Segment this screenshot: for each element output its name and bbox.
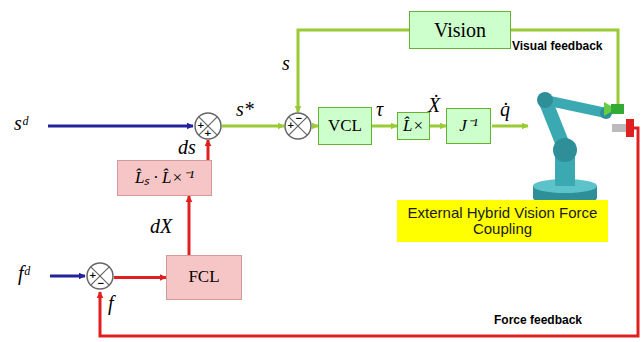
signal-label: s xyxy=(282,52,290,74)
input-arrow xyxy=(50,275,85,278)
process-box: L̂ₛ · L̂×⁻¹ xyxy=(117,160,212,196)
signal-arrow xyxy=(188,196,191,255)
signal-label: fᵈ xyxy=(18,262,30,284)
signal-arrow xyxy=(430,125,446,128)
process-box: FCL xyxy=(166,255,242,300)
sign: + xyxy=(204,129,212,138)
node-text: J⁻¹ xyxy=(459,117,478,136)
summing-junction: +− xyxy=(284,112,312,140)
feedback-label: Visual feedback xyxy=(512,40,603,53)
signal-label: f xyxy=(108,292,114,314)
note-box: External Hybrid Vision Force Coupling xyxy=(397,200,608,242)
process-box: J⁻¹ xyxy=(446,108,491,144)
sign: − xyxy=(295,114,303,123)
signal-label: τ xyxy=(376,98,383,120)
process-box: Vision xyxy=(409,11,511,49)
visual-feedback-line xyxy=(511,30,618,104)
feedback-label: Force feedback xyxy=(494,314,582,327)
joint-velocity-arrow xyxy=(492,125,528,128)
sign: + xyxy=(287,121,295,130)
signal-label: ds xyxy=(178,136,196,158)
signal-arrow xyxy=(114,276,166,279)
node-text: FCL xyxy=(188,268,219,287)
signal-label: q̇ xyxy=(500,98,510,120)
sign: + xyxy=(197,121,205,130)
process-box: L̂× xyxy=(397,112,430,140)
process-box: VCL xyxy=(318,107,372,145)
robot-arm xyxy=(533,92,634,205)
input-arrow xyxy=(48,125,193,128)
signal-arrow xyxy=(298,30,409,112)
signal-arrow xyxy=(207,140,210,160)
signal-label: dX xyxy=(150,215,172,237)
sign: + xyxy=(89,271,97,280)
force-feedback-line xyxy=(100,128,638,336)
signal-arrow xyxy=(222,125,284,128)
node-text: VCL xyxy=(328,117,362,136)
node-text: L̂ₛ · L̂×⁻¹ xyxy=(135,169,194,188)
summing-junction: ++ xyxy=(194,112,222,140)
signal-arrow xyxy=(372,125,397,128)
signal-label: Ẋ xyxy=(428,94,440,116)
node-text: L̂× xyxy=(403,117,424,136)
signal-label: sᵈ xyxy=(14,112,28,134)
signal-label: s* xyxy=(236,98,254,120)
node-text: External Hybrid Vision Force Coupling xyxy=(397,205,608,238)
summing-junction: +− xyxy=(86,262,114,290)
node-text: Vision xyxy=(434,19,486,41)
sign: − xyxy=(97,279,105,288)
